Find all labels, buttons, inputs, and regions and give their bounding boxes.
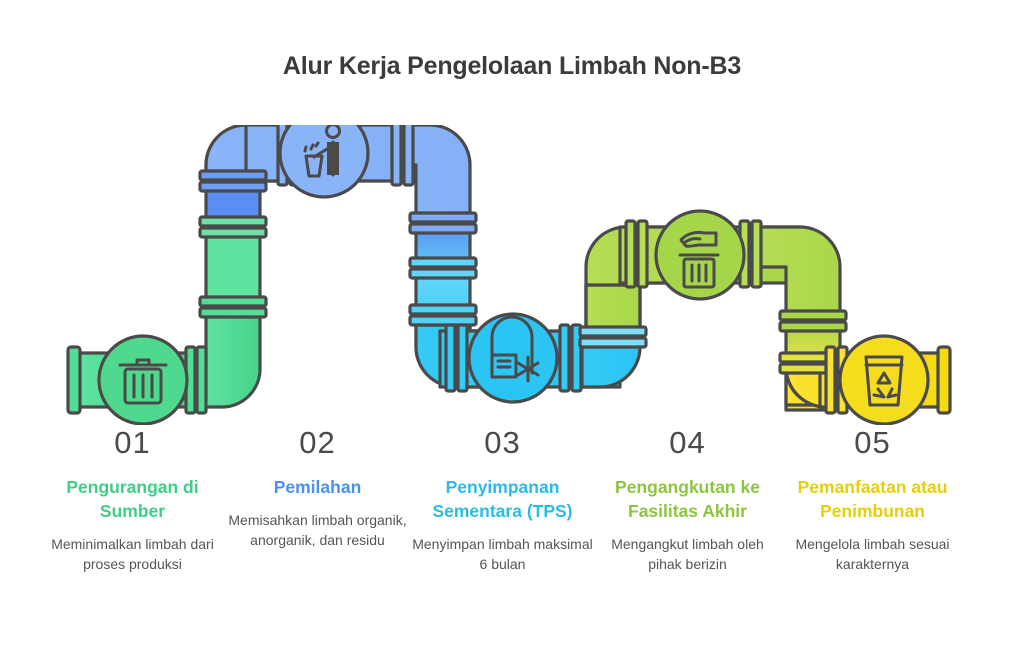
- pipe-flange-blue-v: [198, 169, 268, 193]
- pipe-flange-descend-upper: [408, 211, 478, 235]
- step-number: 02: [299, 425, 336, 460]
- pipe-end-cap-left: [66, 345, 82, 415]
- pipe-flange-green-v-lower: [198, 295, 268, 319]
- pipe-end-cap-right: [936, 345, 952, 415]
- step-number: 05: [854, 425, 891, 460]
- step-title: Penyimpanan Sementara (TPS): [432, 476, 573, 521]
- step-description: Mengelola limbah sesuai karakternya: [795, 536, 950, 573]
- pipe-flange-cyan-left: [444, 323, 469, 393]
- step-column-2[interactable]: 02 Pemilahan Memisahkan limbah organik, …: [225, 424, 410, 550]
- step-column-3[interactable]: 03 Penyimpanan Sementara (TPS) Menyimpan…: [410, 424, 595, 574]
- step-column-4[interactable]: 04 Pengangkutan ke Fasilitas Akhir Menga…: [595, 424, 780, 574]
- pipe-flange-blue-cyan: [408, 256, 478, 280]
- pipe-flange-cyan-right: [558, 323, 583, 393]
- step-title: Pengurangan di Sumber: [66, 476, 199, 521]
- pipe-flange-lime-left: [624, 219, 649, 289]
- pipe-flange-green-h: [184, 345, 208, 415]
- step-number: 04: [669, 425, 706, 460]
- pipe-flange-green-blue: [198, 215, 268, 239]
- pipe-flange-blue-right: [390, 125, 415, 187]
- step-icon-hand-dropping-waste-icon[interactable]: [654, 209, 746, 301]
- step-number: 03: [484, 425, 521, 460]
- pipe-flow-diagram: [66, 125, 952, 425]
- step-title: Pemanfaatan atau Penimbunan: [797, 476, 948, 521]
- page-title: Alur Kerja Pengelolaan Limbah Non-B3: [282, 52, 742, 80]
- step-icon-cold-storage-warehouse-icon[interactable]: [467, 312, 559, 404]
- step-description: Menyimpan limbah maksimal 6 bulan: [412, 536, 593, 573]
- pipe-flange-cyan-lime: [578, 325, 648, 349]
- pipe-flange-cyan-v: [408, 303, 478, 327]
- pipe-elbow-green: [203, 303, 262, 409]
- step-description: Meminimalkan limbah dari proses produksi: [51, 536, 214, 573]
- step-description: Memisahkan limbah organik, anorganik, da…: [228, 511, 407, 548]
- step-icon-person-throwing-trash-icon[interactable]: [278, 125, 370, 199]
- step-icon-recycle-bin-icon[interactable]: [838, 334, 930, 425]
- step-icon-trash-can-icon[interactable]: [97, 334, 189, 425]
- step-description: Mengangkut limbah oleh pihak berizin: [611, 536, 764, 573]
- step-title: Pemilahan: [273, 476, 362, 497]
- step-number: 01: [114, 425, 151, 460]
- pipe-riser-green-blue: [204, 175, 262, 317]
- steps-row: 01 Pengurangan di Sumber Meminimalkan li…: [0, 424, 1024, 574]
- step-column-1[interactable]: 01 Pengurangan di Sumber Meminimalkan li…: [40, 424, 225, 574]
- step-column-5[interactable]: 05 Pemanfaatan atau Penimbunan Mengelola…: [780, 424, 965, 574]
- pipe-flange-lime-v-upper: [778, 309, 848, 333]
- step-title: Pengangkutan ke Fasilitas Akhir: [615, 476, 760, 521]
